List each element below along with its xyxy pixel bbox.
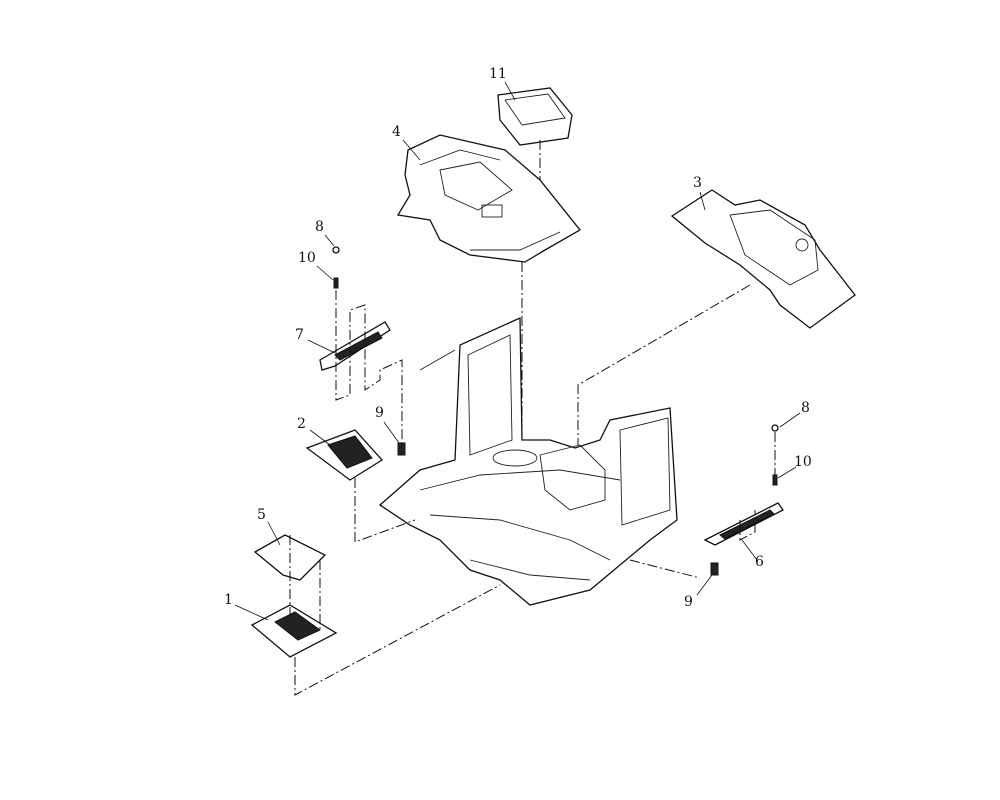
callout-11: 11 [489,66,507,82]
assembly-lines [289,140,776,696]
callout-8-right: 8 [801,400,810,416]
callout-9-right: 9 [684,594,693,610]
callout-4: 4 [392,124,401,140]
part-1-mat [250,604,338,658]
callout-7: 7 [295,327,304,343]
callout-1: 1 [224,592,233,608]
leader-lines [234,81,801,621]
main-floor-frame [378,317,678,606]
callout-10: 10 [298,250,316,266]
part-3-right-panel [670,189,856,329]
part-2-mat [305,429,384,481]
callout-6: 6 [755,554,764,570]
callout-9: 9 [375,405,384,421]
part-4-upper-panel [396,134,581,263]
part-11-tray [497,87,573,146]
part-6-step [703,502,784,546]
part-7-step [319,321,391,371]
callout-10-right: 10 [794,454,812,470]
callout-5: 5 [257,507,266,523]
callout-3: 3 [693,175,702,191]
callout-8: 8 [315,219,324,235]
callout-2: 2 [297,416,306,432]
